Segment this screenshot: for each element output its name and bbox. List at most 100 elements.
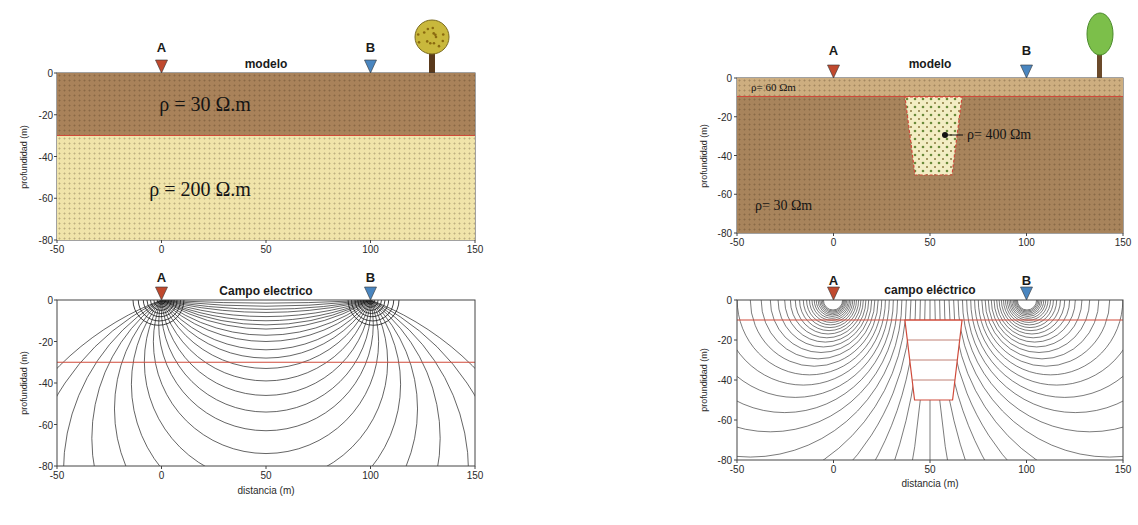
field-line xyxy=(57,300,475,466)
field-line xyxy=(57,300,475,306)
equipotential-line xyxy=(954,300,1123,460)
equipotential-line xyxy=(143,300,177,317)
equipotential-line xyxy=(737,300,911,460)
tick-label: -40 xyxy=(718,150,732,161)
equipotential-line xyxy=(737,300,889,397)
field-line xyxy=(131,300,400,466)
electrode-label: B xyxy=(366,40,375,55)
field-line xyxy=(57,300,475,321)
tick-label: -60 xyxy=(718,415,732,426)
electrode-label: A xyxy=(829,43,838,58)
electrode-marker xyxy=(1021,287,1033,300)
equipotential-line xyxy=(785,300,866,342)
tick-label: -60 xyxy=(39,419,53,430)
tree-fruit xyxy=(417,27,445,48)
equipotential-line xyxy=(348,300,399,325)
tick-label: 150 xyxy=(1115,464,1132,475)
tick-mark xyxy=(161,240,162,243)
electrode-marker xyxy=(828,65,840,78)
equipotential-line xyxy=(1014,300,1040,314)
field-line xyxy=(57,300,475,312)
equipotential-line xyxy=(944,300,1123,460)
fruit-dot xyxy=(433,42,436,45)
equipotential-line xyxy=(988,300,1089,353)
fruit-dot xyxy=(418,41,421,44)
tick-label: 0 xyxy=(831,237,837,248)
fruit-dot xyxy=(442,40,445,43)
tick-mark xyxy=(833,233,834,236)
field-line xyxy=(152,300,379,368)
tick-label: -20 xyxy=(718,335,732,346)
equipotential-line xyxy=(790,300,863,338)
electrode-label: B xyxy=(1022,273,1031,288)
tick-label: -20 xyxy=(39,109,53,120)
axis-title: profundidad (m) xyxy=(699,124,709,188)
field-line xyxy=(161,300,371,412)
tick-label: 100 xyxy=(362,470,379,481)
electrode-marker xyxy=(1021,65,1033,78)
equipotential-line xyxy=(750,300,878,366)
tick-label: 100 xyxy=(362,244,379,255)
equipotential-line xyxy=(975,300,1123,385)
field-line xyxy=(143,300,388,358)
equipotential-line xyxy=(737,300,916,460)
current-lines xyxy=(57,300,475,466)
plot-frame xyxy=(57,73,475,240)
tick-label: 150 xyxy=(1115,237,1132,248)
electrode-marker xyxy=(828,287,840,300)
equipotential-line xyxy=(363,300,378,307)
tick-mark xyxy=(1026,233,1027,236)
fruit-dot xyxy=(442,33,445,36)
anomaly-fill xyxy=(905,97,962,175)
tick-label: 0 xyxy=(159,470,165,481)
equipotential-line xyxy=(1001,300,1060,331)
tick-mark xyxy=(54,341,57,342)
tick-mark xyxy=(266,466,267,469)
equipotential-line xyxy=(1005,300,1053,325)
equipotential-line xyxy=(138,300,180,321)
tick-label: 50 xyxy=(260,244,271,255)
tick-mark xyxy=(734,300,737,301)
equipotential-line xyxy=(999,300,1065,334)
equipotential-line xyxy=(352,300,394,321)
panel-title: modelo xyxy=(245,57,288,71)
axis-title: distancia (m) xyxy=(901,478,958,489)
tick-label: 0 xyxy=(159,244,165,255)
tick-label: 150 xyxy=(467,470,484,481)
soil-layer: ρ= 60 Ωm xyxy=(737,78,1123,97)
field-line xyxy=(57,300,475,309)
equipotential-line xyxy=(770,300,871,353)
resistivity-label: ρ = 30 Ω.m xyxy=(159,93,251,116)
equipotential-line xyxy=(907,340,959,341)
equipotential-line xyxy=(1012,300,1044,317)
equipotential-line xyxy=(355,300,389,317)
equipotential-line xyxy=(1017,300,1036,310)
tick-label: 0 xyxy=(47,295,53,306)
resistivity-label: ρ= 400 Ωm xyxy=(967,127,1031,143)
resistivity-label: ρ= 60 Ωm xyxy=(751,81,796,93)
field-line xyxy=(65,300,467,329)
equipotential-line xyxy=(978,300,1122,375)
field-line xyxy=(57,300,475,325)
tree xyxy=(415,20,449,73)
equipotential-line xyxy=(971,300,1123,397)
equipotential-line xyxy=(1010,300,1045,318)
equipotential-line xyxy=(737,300,920,460)
equipotential-line xyxy=(761,300,875,359)
field-line xyxy=(153,300,378,454)
tick-mark xyxy=(734,340,737,341)
tick-label: -50 xyxy=(50,470,64,481)
fruit-dot xyxy=(431,27,434,30)
fruit-dot xyxy=(429,42,432,45)
resistive-body: ρ= 400 Ωm xyxy=(905,97,962,175)
tick-label: -40 xyxy=(718,375,732,386)
tick-label: -60 xyxy=(718,189,732,200)
axis-title: profundidad (m) xyxy=(699,348,709,412)
equipotential-line xyxy=(985,300,1099,359)
interface-line xyxy=(57,362,475,363)
equipotential-line xyxy=(795,300,861,334)
equipotential-line xyxy=(994,300,1075,342)
fruit-dot xyxy=(432,32,435,35)
interface-line xyxy=(737,319,1123,320)
